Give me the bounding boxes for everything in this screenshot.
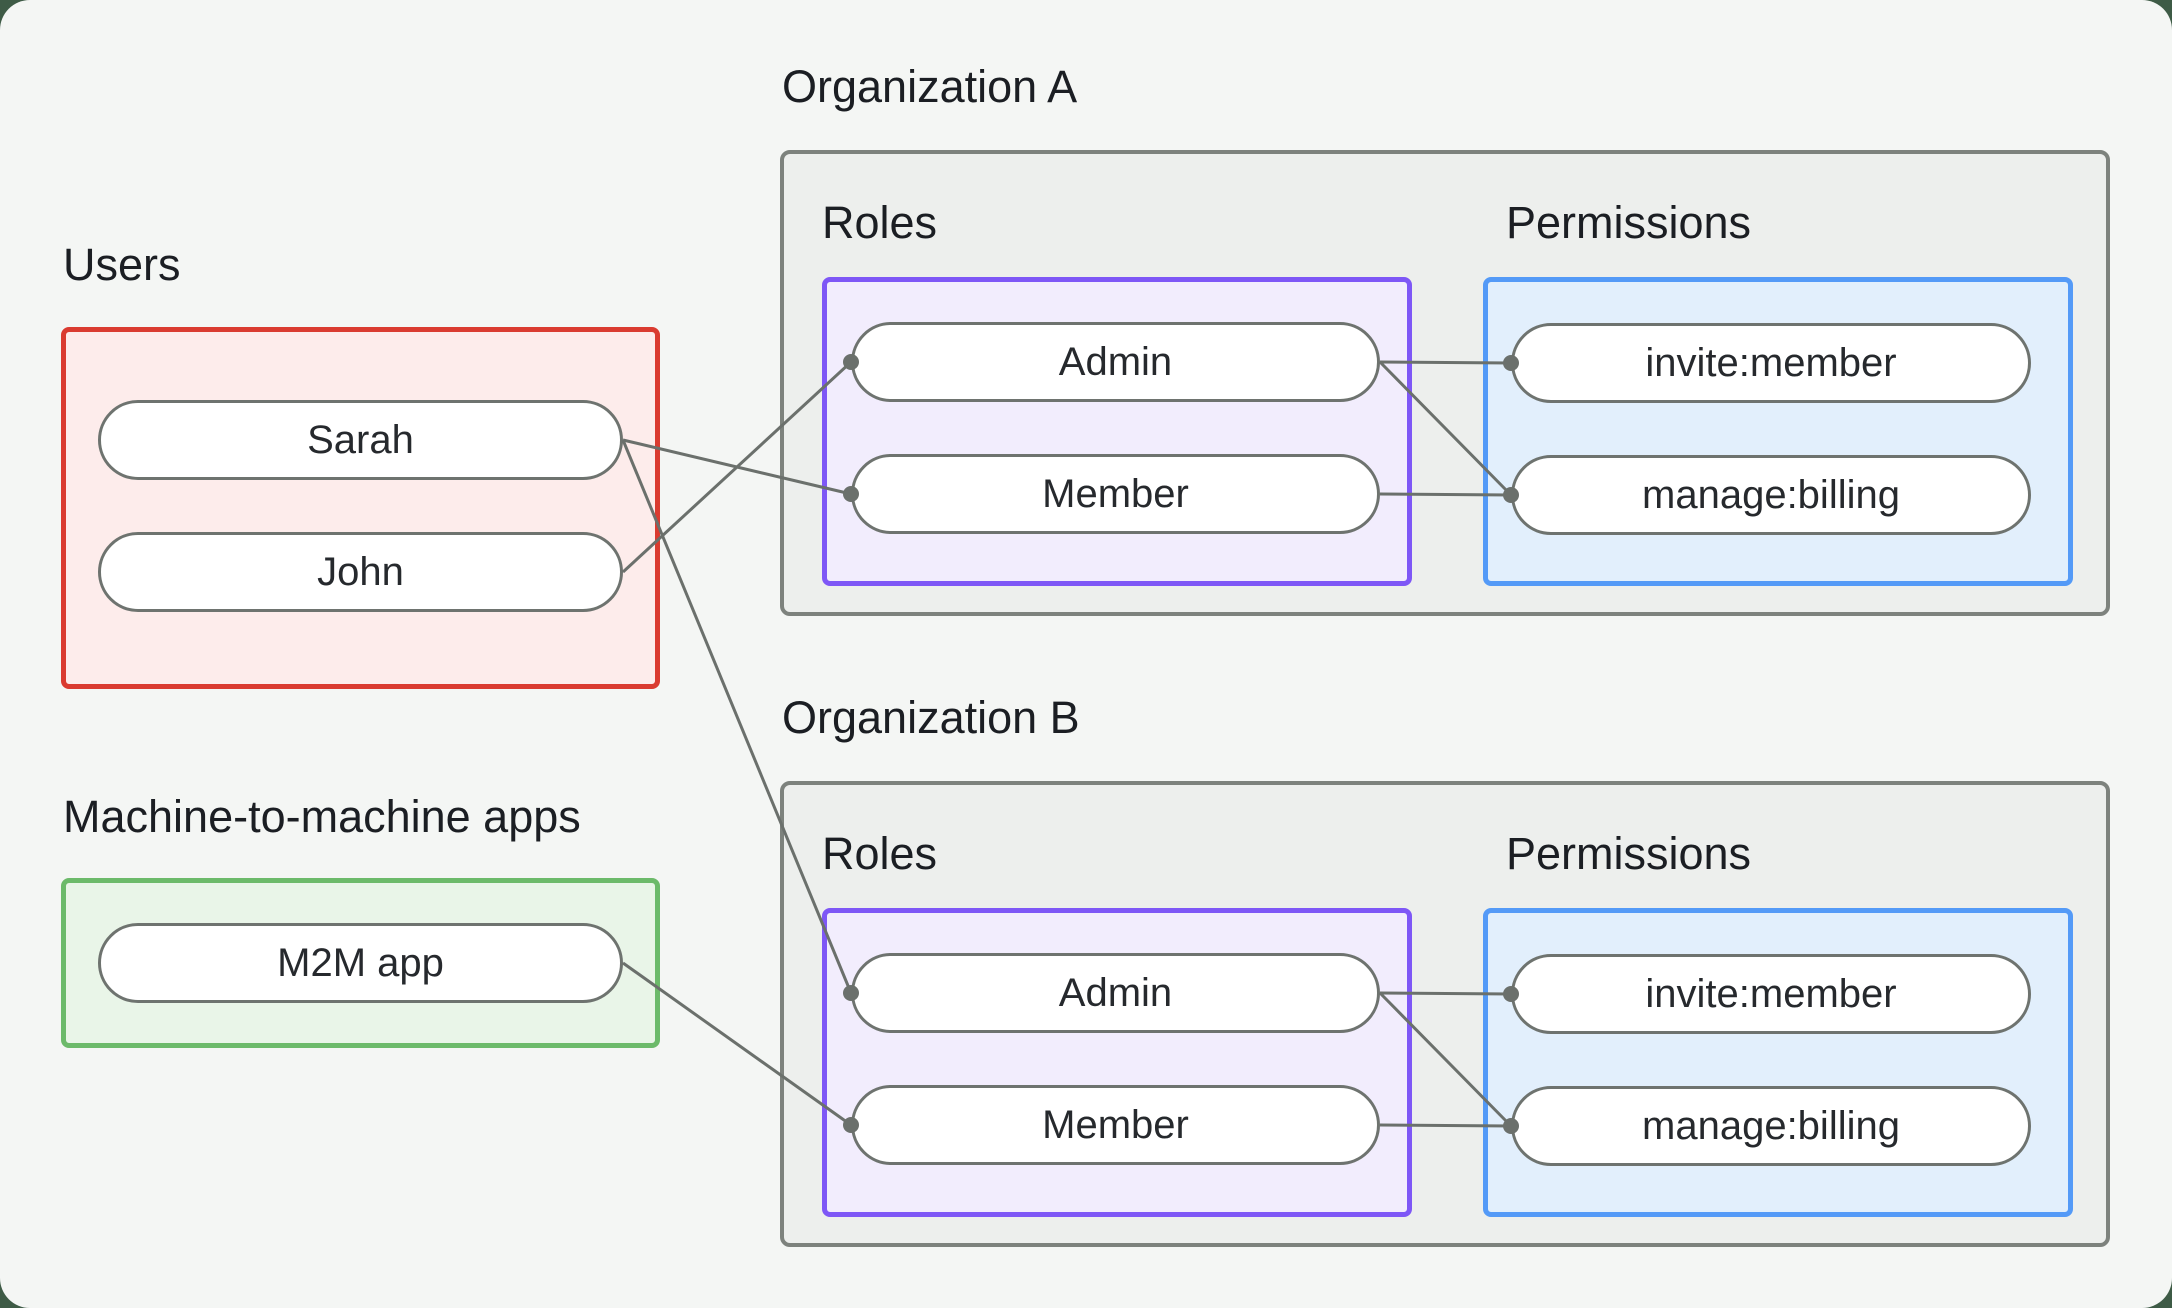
org-b-roles-box: Admin Member [822, 908, 1412, 1217]
org-a-roles-box: Admin Member [822, 277, 1412, 586]
org-a-title: Organization A [782, 61, 1078, 112]
org-a-roles-label: Roles [822, 197, 938, 248]
users-group-box: Sarah John [61, 327, 660, 689]
role-label: Member [1042, 471, 1189, 516]
users-section-label: Users [63, 239, 181, 290]
m2m-section-label: Machine-to-machine apps [63, 791, 581, 842]
org-b-role-member: Member [851, 1085, 1380, 1165]
permission-label: manage:billing [1642, 472, 1900, 517]
org-b-roles-label: Roles [822, 828, 938, 879]
role-label: Admin [1058, 970, 1173, 1015]
permission-label: manage:billing [1642, 1103, 1900, 1148]
m2m-node-label: M2M app [277, 940, 444, 985]
role-label: Admin [1058, 339, 1173, 384]
role-label: Member [1042, 1102, 1189, 1147]
org-b-role-admin: Admin [851, 953, 1380, 1033]
m2m-group-box: M2M app [61, 878, 660, 1048]
user-node-sarah: Sarah [98, 400, 623, 480]
org-b-permissions-label: Permissions [1506, 828, 1752, 879]
org-a-role-member: Member [851, 454, 1380, 534]
permission-label: invite:member [1645, 971, 1897, 1016]
org-b-permission-invite-member: invite:member [1511, 954, 2031, 1034]
org-b-permission-manage-billing: manage:billing [1511, 1086, 2031, 1166]
user-node-label: Sarah [307, 417, 414, 462]
org-b-title: Organization B [782, 692, 1080, 743]
org-a-permissions-box: invite:member manage:billing [1483, 277, 2073, 586]
org-b-container: Roles Permissions Admin Member invite:me… [780, 781, 2110, 1247]
user-node-label: John [317, 549, 404, 594]
user-node-john: John [98, 532, 623, 612]
m2m-app-node: M2M app [98, 923, 623, 1003]
permission-label: invite:member [1645, 340, 1897, 385]
org-a-permission-invite-member: invite:member [1511, 323, 2031, 403]
org-a-permission-manage-billing: manage:billing [1511, 455, 2031, 535]
org-b-permissions-box: invite:member manage:billing [1483, 908, 2073, 1217]
org-a-role-admin: Admin [851, 322, 1380, 402]
org-a-permissions-label: Permissions [1506, 197, 1752, 248]
org-a-container: Roles Permissions Admin Member invite:me… [780, 150, 2110, 616]
